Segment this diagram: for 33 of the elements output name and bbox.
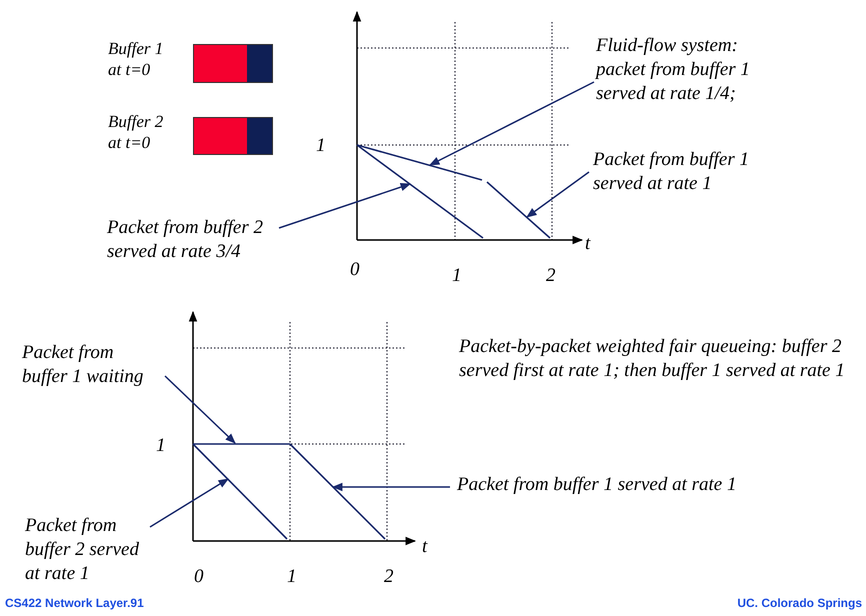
callout-text: Packet from buffer 2 served at rate 3/4 xyxy=(107,216,279,264)
leader-line xyxy=(429,81,594,166)
axis-title: t xyxy=(585,232,590,256)
leader-line xyxy=(278,183,411,229)
service-curve xyxy=(192,443,288,540)
callout-text: Packet from buffer 1 served at rate 1 xyxy=(593,148,765,196)
callout-text: Packet from buffer 1 served at rate 1 xyxy=(457,473,837,497)
axis-tick-label: 0 xyxy=(194,565,204,589)
service-curve xyxy=(356,144,484,239)
buffer-label: Buffer 2 at t=0 xyxy=(108,111,164,153)
callout-text: Packet from buffer 2 served at rate 1 xyxy=(25,514,150,586)
buffer-bar xyxy=(193,117,273,155)
axis-tick-label: 1 xyxy=(316,134,326,158)
buffer-label: Buffer 1 at t=0 xyxy=(108,38,164,80)
axis-tick-label: 1 xyxy=(452,264,462,288)
leader-line xyxy=(164,375,236,444)
footer-text: CS422 Network Layer.91 xyxy=(5,596,144,610)
buffer-bar xyxy=(193,44,273,83)
axis-tick-label: 2 xyxy=(384,565,394,589)
service-curve xyxy=(486,181,551,239)
axis-tick-label: 1 xyxy=(287,565,296,589)
axis-tick-label: 1 xyxy=(156,434,166,458)
service-curve xyxy=(289,443,386,540)
footer-text: UC. Colorado Springs xyxy=(737,596,862,610)
description-text: Packet-by-packet weighted fair queueing: buffer 2 served first at rate 1; then buffer 1 served at rate 1 xyxy=(459,335,846,383)
axis-title: t xyxy=(422,535,428,559)
axis-tick-label: 2 xyxy=(546,264,556,288)
leader-line xyxy=(332,482,450,492)
callout-text: Fluid-flow system: packet from buffer 1 served at rate 1/4; xyxy=(596,34,771,106)
callout-text: Packet from buffer 1 waiting xyxy=(22,341,162,389)
leader-line xyxy=(526,171,590,218)
leader-line xyxy=(150,478,229,528)
axis-tick-label: 0 xyxy=(350,258,360,282)
